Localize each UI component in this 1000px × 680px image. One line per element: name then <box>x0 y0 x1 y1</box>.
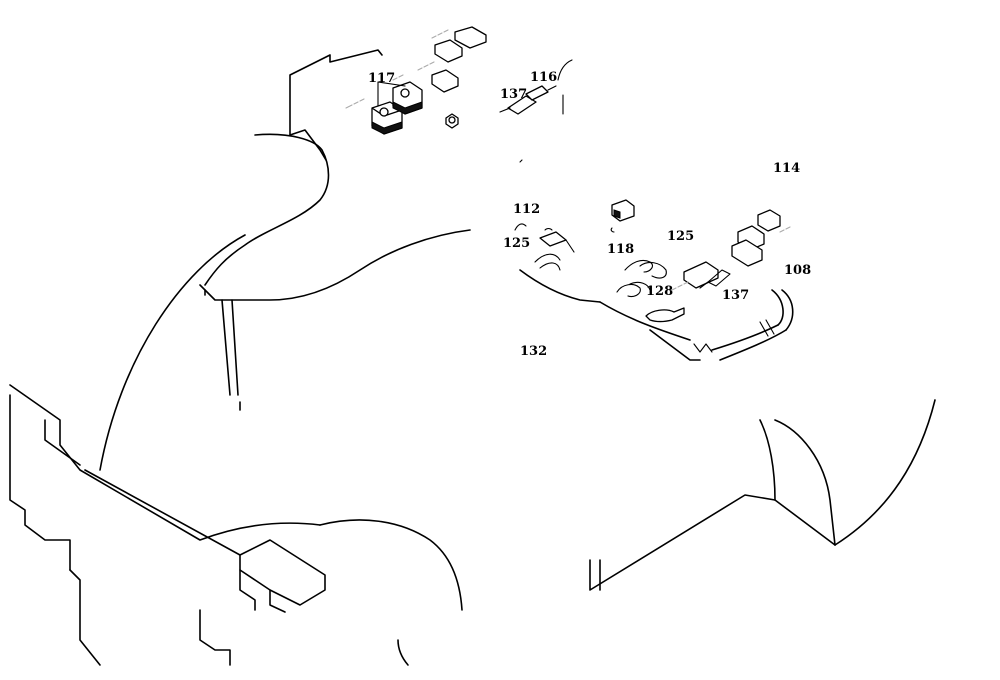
relay-block <box>611 199 635 222</box>
callout-114: 114 <box>773 161 800 176</box>
callout-116: 116 <box>530 70 557 85</box>
small-marks <box>519 159 713 353</box>
callout-132: 132 <box>520 344 547 359</box>
callout-108: 108 <box>784 263 811 278</box>
sensor-137-right <box>699 269 731 289</box>
callout-112: 112 <box>513 202 540 217</box>
callout-137-right: 137 <box>722 288 749 303</box>
fine-print-marks <box>345 29 791 291</box>
connector-parts-top <box>431 26 487 129</box>
callout-125-right: 125 <box>667 229 694 244</box>
hose-108 <box>711 289 794 361</box>
machine-outline <box>9 49 936 666</box>
sensor-137-top <box>499 85 557 115</box>
callout-128: 128 <box>646 284 673 299</box>
callout-118: 118 <box>607 242 634 257</box>
harness-clips-118 <box>616 259 667 298</box>
solenoid-valve-117 <box>371 81 423 135</box>
clamp-128 <box>645 307 685 323</box>
callout-137-top: 137 <box>500 87 527 102</box>
terminal-112 <box>514 223 575 271</box>
callout-labels: 117 116 137 114 112 125 118 125 108 128 … <box>368 70 811 359</box>
bracket-116 <box>557 59 573 115</box>
callout-117: 117 <box>368 71 395 86</box>
callout-125-left: 125 <box>503 236 530 251</box>
connector-group-114 <box>683 209 781 289</box>
